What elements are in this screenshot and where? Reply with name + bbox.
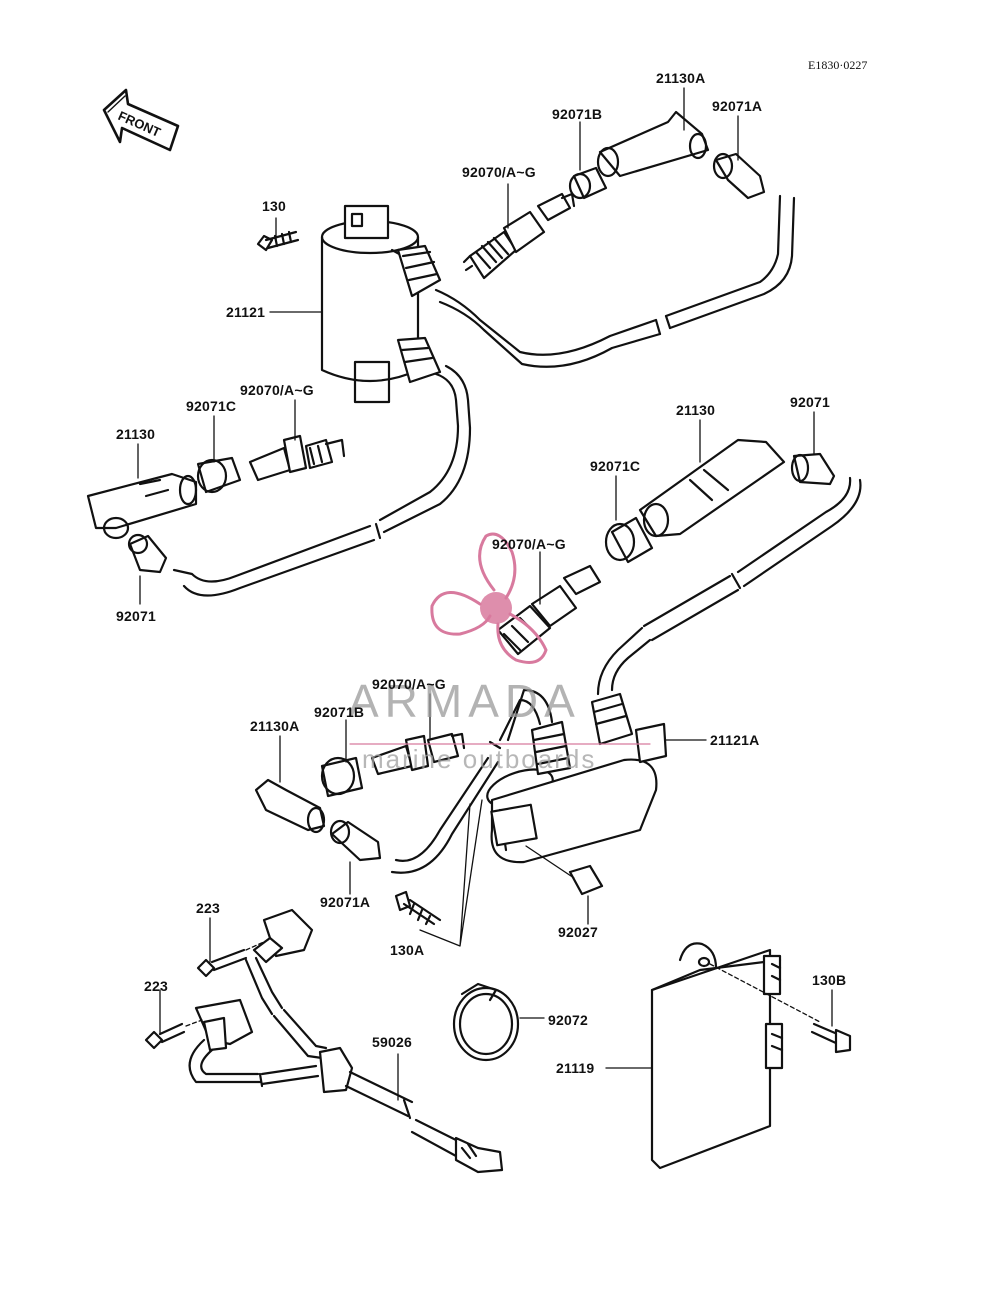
plug-cap-21130a-top bbox=[596, 110, 710, 178]
label-21119: 21119 bbox=[556, 1060, 595, 1076]
bolt-130 bbox=[256, 230, 300, 252]
plug-cap-21130a-low bbox=[254, 778, 326, 834]
label-92071a-top: 92071A bbox=[712, 98, 763, 114]
label-92071-left: 92071 bbox=[116, 608, 156, 624]
watermark-name: ARMADA bbox=[348, 675, 581, 727]
leader-130a bbox=[419, 799, 483, 947]
front-arrow-icon bbox=[102, 88, 180, 152]
igniter-unit-21119 bbox=[650, 942, 784, 1170]
hightension-lead-top bbox=[434, 194, 796, 368]
bolt-130a bbox=[394, 890, 442, 926]
leader-lines bbox=[137, 87, 833, 1101]
label-92071b-top: 92071B bbox=[552, 106, 603, 122]
label-21121a: 21121A bbox=[710, 732, 760, 748]
spark-plug-92070-mid bbox=[496, 564, 602, 656]
label-92027: 92027 bbox=[558, 924, 598, 940]
ignition-coil-21121a bbox=[486, 692, 668, 864]
spacer-92027 bbox=[525, 845, 604, 896]
drawing-code: E1830·0227 bbox=[808, 58, 868, 72]
label-21130a-top: 21130A bbox=[656, 70, 706, 86]
plug-cap-92071-left bbox=[127, 533, 168, 574]
seal-92071b-top bbox=[568, 166, 608, 200]
plug-cap-92071-right bbox=[790, 452, 836, 486]
label-130: 130 bbox=[262, 198, 286, 214]
seal-92071c-right bbox=[604, 516, 654, 564]
seal-92071c-left bbox=[196, 456, 242, 494]
plug-cap-92071a-low bbox=[329, 819, 382, 862]
screw-223-bot bbox=[144, 1019, 203, 1050]
label-92071-right: 92071 bbox=[790, 394, 830, 410]
label-92070-top: 92070/A~G bbox=[462, 164, 536, 180]
label-92072: 92072 bbox=[548, 1012, 588, 1028]
label-223-top: 223 bbox=[196, 900, 220, 916]
label-130b: 130B bbox=[812, 972, 847, 988]
label-92070-left: 92070/A~G bbox=[240, 382, 314, 398]
hightension-lead-right bbox=[596, 476, 862, 696]
bolt-130b bbox=[709, 963, 852, 1054]
label-21121: 21121 bbox=[226, 304, 266, 320]
seal-92071b-low bbox=[320, 756, 364, 798]
label-92071c-right: 92071C bbox=[590, 458, 641, 474]
plug-cap-21130-right bbox=[638, 438, 786, 538]
pickup-coil-harness-59026 bbox=[188, 908, 504, 1174]
label-21130-right: 21130 bbox=[676, 402, 716, 418]
watermark-subtitle: marine outboards bbox=[362, 744, 597, 774]
label-21130a-low: 21130A bbox=[250, 718, 300, 734]
label-92071b-low: 92071B bbox=[314, 704, 365, 720]
label-92070-low: 92070/A~G bbox=[372, 676, 446, 692]
hightension-lead-left bbox=[172, 364, 472, 597]
label-92071a-low: 92071A bbox=[320, 894, 371, 910]
clamp-92072 bbox=[452, 982, 520, 1062]
label-223-bot: 223 bbox=[144, 978, 168, 994]
label-59026: 59026 bbox=[372, 1034, 412, 1050]
hightension-lead-lower bbox=[390, 688, 554, 874]
plug-cap-92071a-top bbox=[712, 152, 766, 200]
label-92071c-left: 92071C bbox=[186, 398, 237, 414]
ignition-coil-21121 bbox=[320, 204, 442, 404]
plug-cap-21130-left bbox=[86, 472, 198, 540]
label-92070-mid: 92070/A~G bbox=[492, 536, 566, 552]
spark-plug-92070-left bbox=[248, 434, 346, 482]
label-130a: 130A bbox=[390, 942, 425, 958]
spark-plug-92070-top bbox=[462, 192, 576, 280]
screw-223-top bbox=[196, 939, 269, 978]
armada-propeller-logo-icon bbox=[430, 532, 548, 664]
label-21130-left: 21130 bbox=[116, 426, 156, 442]
